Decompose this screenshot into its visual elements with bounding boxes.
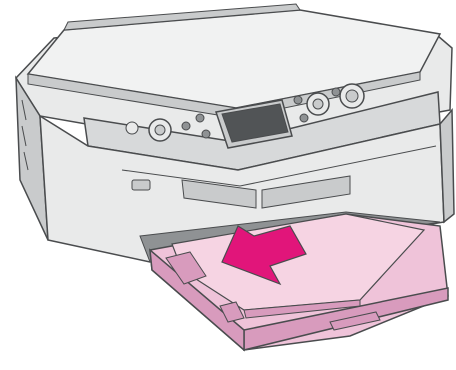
small-button-5 <box>300 114 308 122</box>
small-button-1 <box>182 122 190 130</box>
memory-card-slot <box>132 180 150 190</box>
nav-dial-inner <box>313 99 323 109</box>
dial-left-inner <box>155 125 165 135</box>
small-button-6 <box>332 88 340 96</box>
power-button <box>126 122 138 134</box>
small-button-2 <box>196 114 204 122</box>
small-button-3 <box>202 130 210 138</box>
start-button-inner <box>346 90 358 102</box>
small-button-4 <box>294 96 302 104</box>
